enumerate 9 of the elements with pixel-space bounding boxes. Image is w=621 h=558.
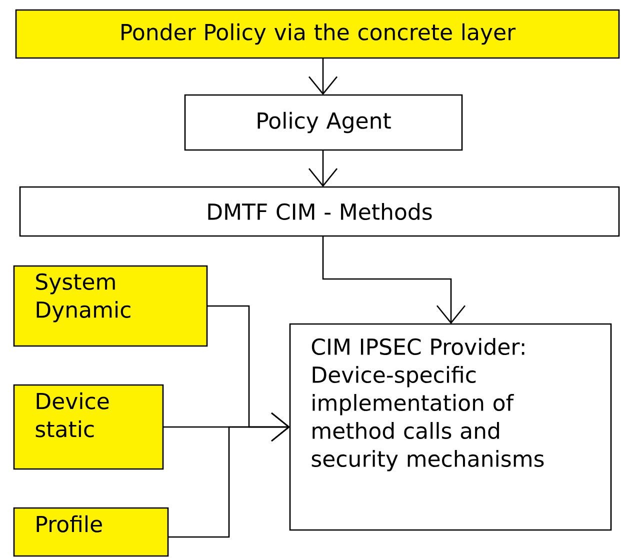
process-box: DMTF CIM - Methods (19, 186, 620, 237)
input-box: System Dynamic (13, 265, 208, 347)
process-box: Policy Agent (184, 94, 463, 151)
input-box: Device static (13, 384, 164, 470)
title-box: Ponder Policy via the concrete layer (15, 9, 620, 59)
provider-box: CIM IPSEC Provider: Device-specific implementation of method calls and security mechanisms (289, 323, 612, 531)
input-box: Profile (13, 507, 169, 557)
arrow (168, 412, 290, 538)
arrow (322, 236, 466, 324)
